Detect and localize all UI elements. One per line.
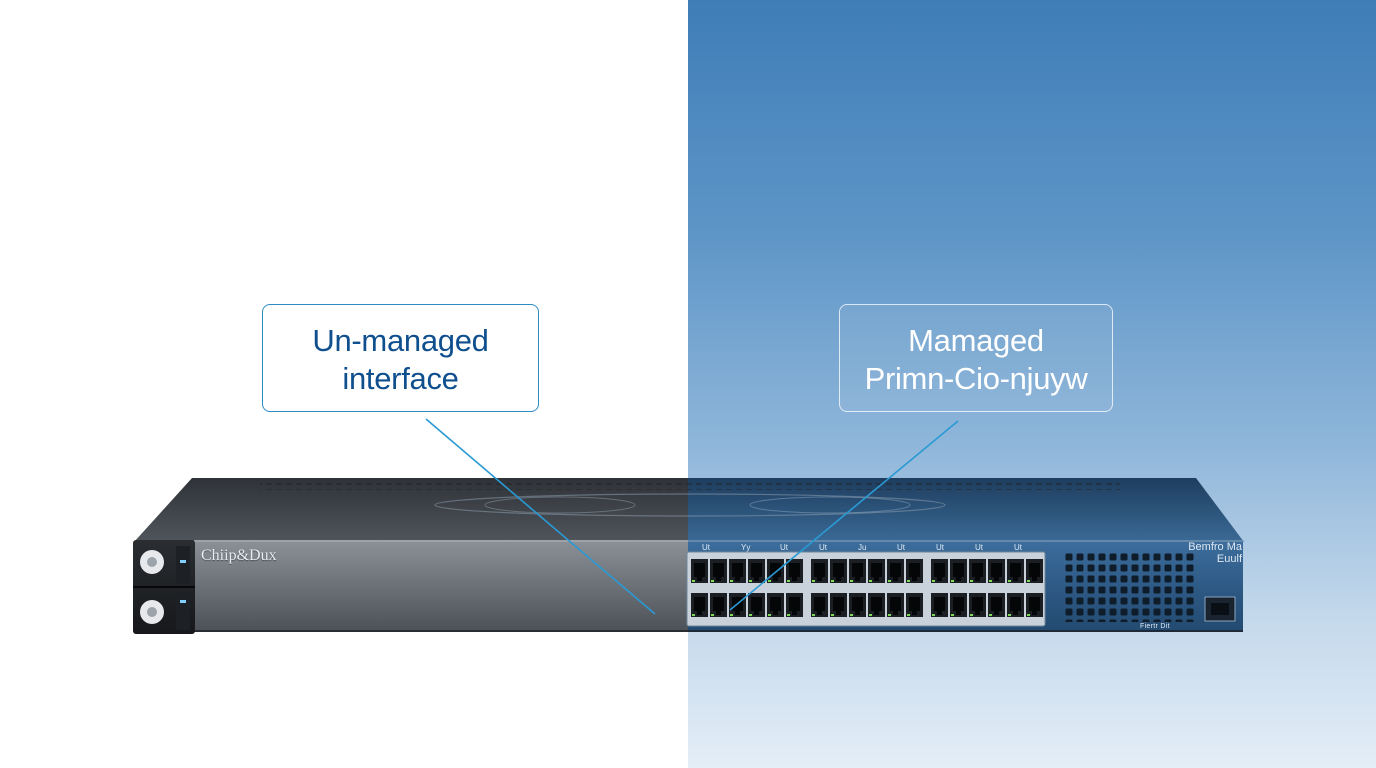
pointer-line-left [425, 418, 656, 615]
ethernet-port-icon[interactable] [849, 593, 866, 617]
ethernet-port-icon[interactable] [906, 593, 923, 617]
top-logo-emboss [434, 493, 946, 517]
ethernet-port-icon[interactable] [950, 559, 967, 583]
ethernet-port-icon[interactable] [830, 559, 847, 583]
callout-managed-line2: Primn-Cio-njuyw [864, 361, 1088, 396]
port-label: Ut [819, 543, 827, 552]
callout-unmanaged-line1: Un-managed [312, 323, 489, 358]
ethernet-port-icon[interactable] [748, 593, 765, 617]
ethernet-port-icon[interactable] [887, 593, 904, 617]
console-port-icon[interactable] [1204, 596, 1236, 622]
ethernet-port-icon[interactable] [868, 593, 885, 617]
ethernet-port-icon[interactable] [767, 559, 784, 583]
ethernet-port-icon[interactable] [691, 559, 708, 583]
model-line1: Bemfro Ma [1188, 541, 1242, 553]
ethernet-port-icon[interactable] [1026, 559, 1043, 583]
port-label: Ut [936, 543, 944, 552]
ethernet-port-icon[interactable] [887, 559, 904, 583]
vent-grille-icon [1064, 552, 1194, 622]
ethernet-port-icon[interactable] [931, 559, 948, 583]
port-label: Ut [975, 543, 983, 552]
power-button-icon[interactable] [140, 550, 164, 574]
ethernet-port-icon[interactable] [811, 593, 828, 617]
ethernet-port-icon[interactable] [1026, 593, 1043, 617]
ethernet-port-icon[interactable] [786, 593, 803, 617]
ethernet-port-icon[interactable] [786, 559, 803, 583]
right-background [688, 0, 1376, 768]
pointer-line-right [729, 420, 959, 611]
callout-managed: Mamaged Primn-Cio-njuyw [839, 304, 1113, 412]
ethernet-port-icon[interactable] [950, 593, 967, 617]
ethernet-port-icon[interactable] [811, 559, 828, 583]
model-line2: Euulf [1216, 553, 1242, 565]
port-label: Ju [858, 543, 867, 552]
ethernet-port-grid [691, 559, 1043, 617]
port-group-labels: Ut Yy Ut Ut Ju Ut Ut Ut Ut [690, 543, 1040, 553]
ethernet-port-icon[interactable] [767, 593, 784, 617]
model-label: Bemfro Ma Euulf [1180, 541, 1242, 565]
callout-unmanaged-line2: interface [342, 361, 459, 396]
ethernet-port-icon[interactable] [988, 559, 1005, 583]
ethernet-port-icon[interactable] [748, 559, 765, 583]
ethernet-port-icon[interactable] [868, 559, 885, 583]
brand-label: Chiip&Dux [201, 547, 277, 564]
chassis-front-left [194, 540, 688, 632]
ethernet-port-icon[interactable] [906, 559, 923, 583]
ethernet-port-icon[interactable] [729, 559, 746, 583]
ethernet-port-icon[interactable] [710, 559, 727, 583]
ethernet-port-icon[interactable] [849, 559, 866, 583]
bottom-label: Fiertr Dit [1140, 623, 1170, 630]
port-label: Ut [897, 543, 905, 552]
ethernet-port-icon[interactable] [830, 593, 847, 617]
ethernet-port-icon[interactable] [710, 593, 727, 617]
callout-managed-line1: Mamaged [908, 323, 1044, 358]
top-vent-strip [260, 482, 1120, 490]
port-label: Ut [1014, 543, 1022, 552]
ethernet-port-icon[interactable] [1007, 593, 1024, 617]
ethernet-port-icon[interactable] [931, 593, 948, 617]
ethernet-port-icon[interactable] [988, 593, 1005, 617]
ethernet-port-icon[interactable] [1007, 559, 1024, 583]
chassis-top-left [134, 478, 688, 542]
ethernet-port-icon[interactable] [969, 559, 986, 583]
port-label: Ut [780, 543, 788, 552]
port-label: Yy [741, 543, 751, 552]
callout-unmanaged: Un-managed interface [262, 304, 539, 412]
ethernet-port-icon[interactable] [969, 593, 986, 617]
chassis-top-right [688, 478, 1244, 542]
port-label: Ut [702, 543, 710, 552]
ethernet-port-icon[interactable] [729, 593, 746, 617]
reset-button-icon[interactable] [140, 600, 164, 624]
ethernet-port-icon[interactable] [691, 593, 708, 617]
